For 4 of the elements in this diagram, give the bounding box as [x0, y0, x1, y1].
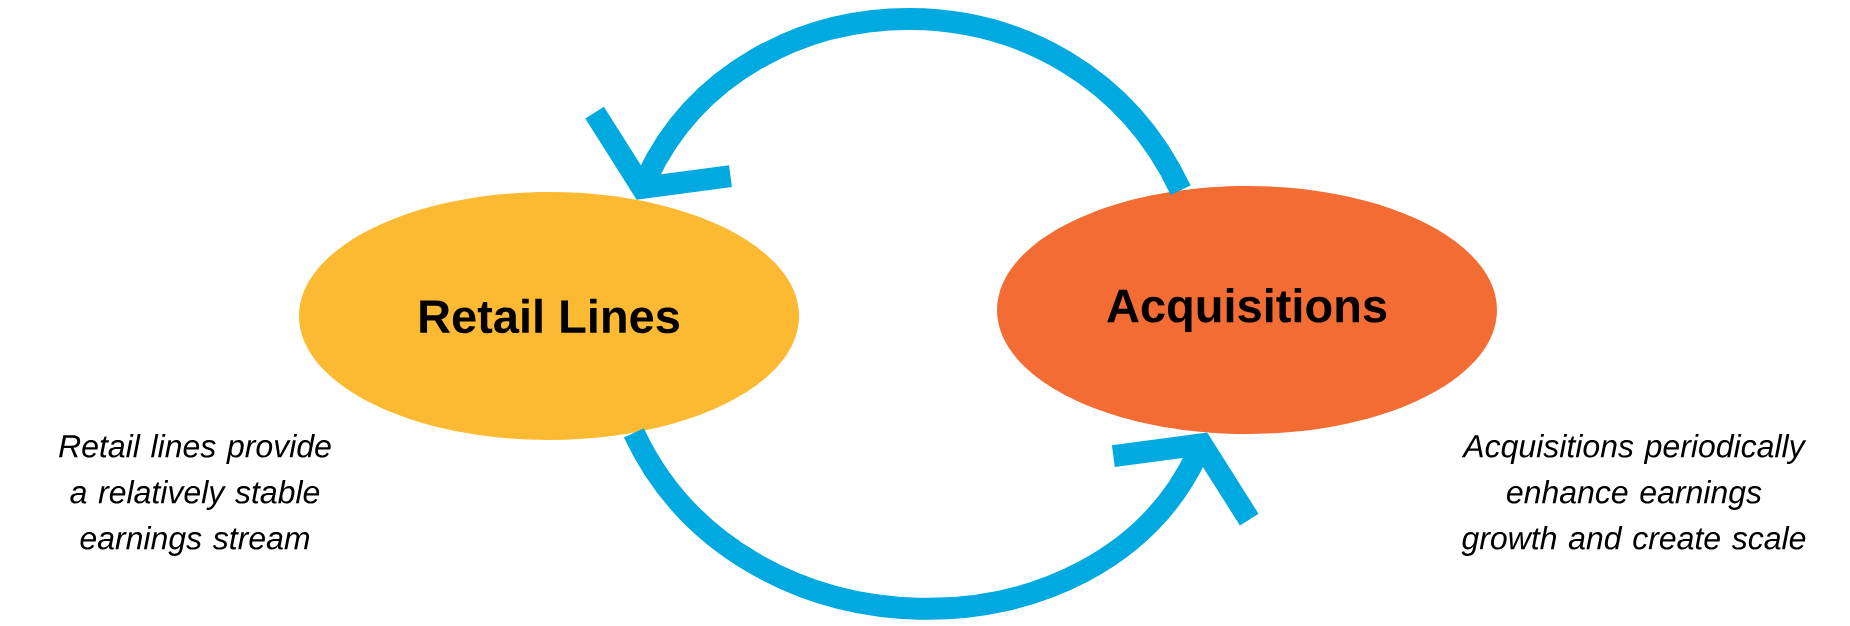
- curved-arrow: [585, 8, 1191, 200]
- curved-arrow: [624, 427, 1259, 620]
- ellipse-node: Acquisitions: [997, 186, 1497, 434]
- side-note: Acquisitions periodically enhance earnings growth and create scale: [1461, 434, 1807, 556]
